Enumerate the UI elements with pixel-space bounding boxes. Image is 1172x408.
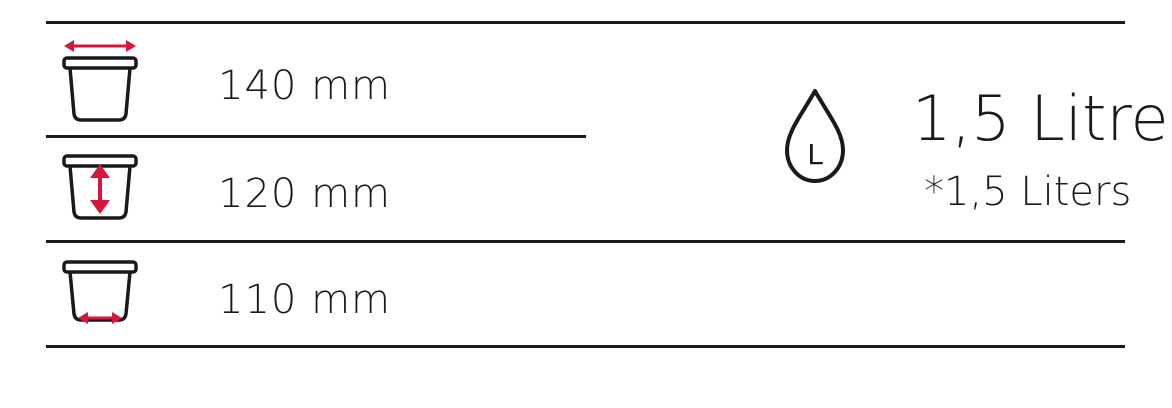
drop-letter: L [807,138,823,171]
capacity-primary: 1,5 Litre [912,82,1169,155]
capacity-secondary: *1,5 Liters [924,169,1132,215]
container-height-icon [62,154,138,220]
row1-rule [46,135,586,138]
bottom-rule [46,345,1125,348]
container-base-icon [62,260,138,324]
height-value: 120 mm [218,171,391,217]
liquid-drop-icon: L [785,89,845,183]
base-value: 110 mm [218,277,391,323]
container-width-icon [62,40,138,122]
top-rule [46,21,1125,24]
row2-rule [46,240,1125,243]
width-value: 140 mm [218,63,391,109]
